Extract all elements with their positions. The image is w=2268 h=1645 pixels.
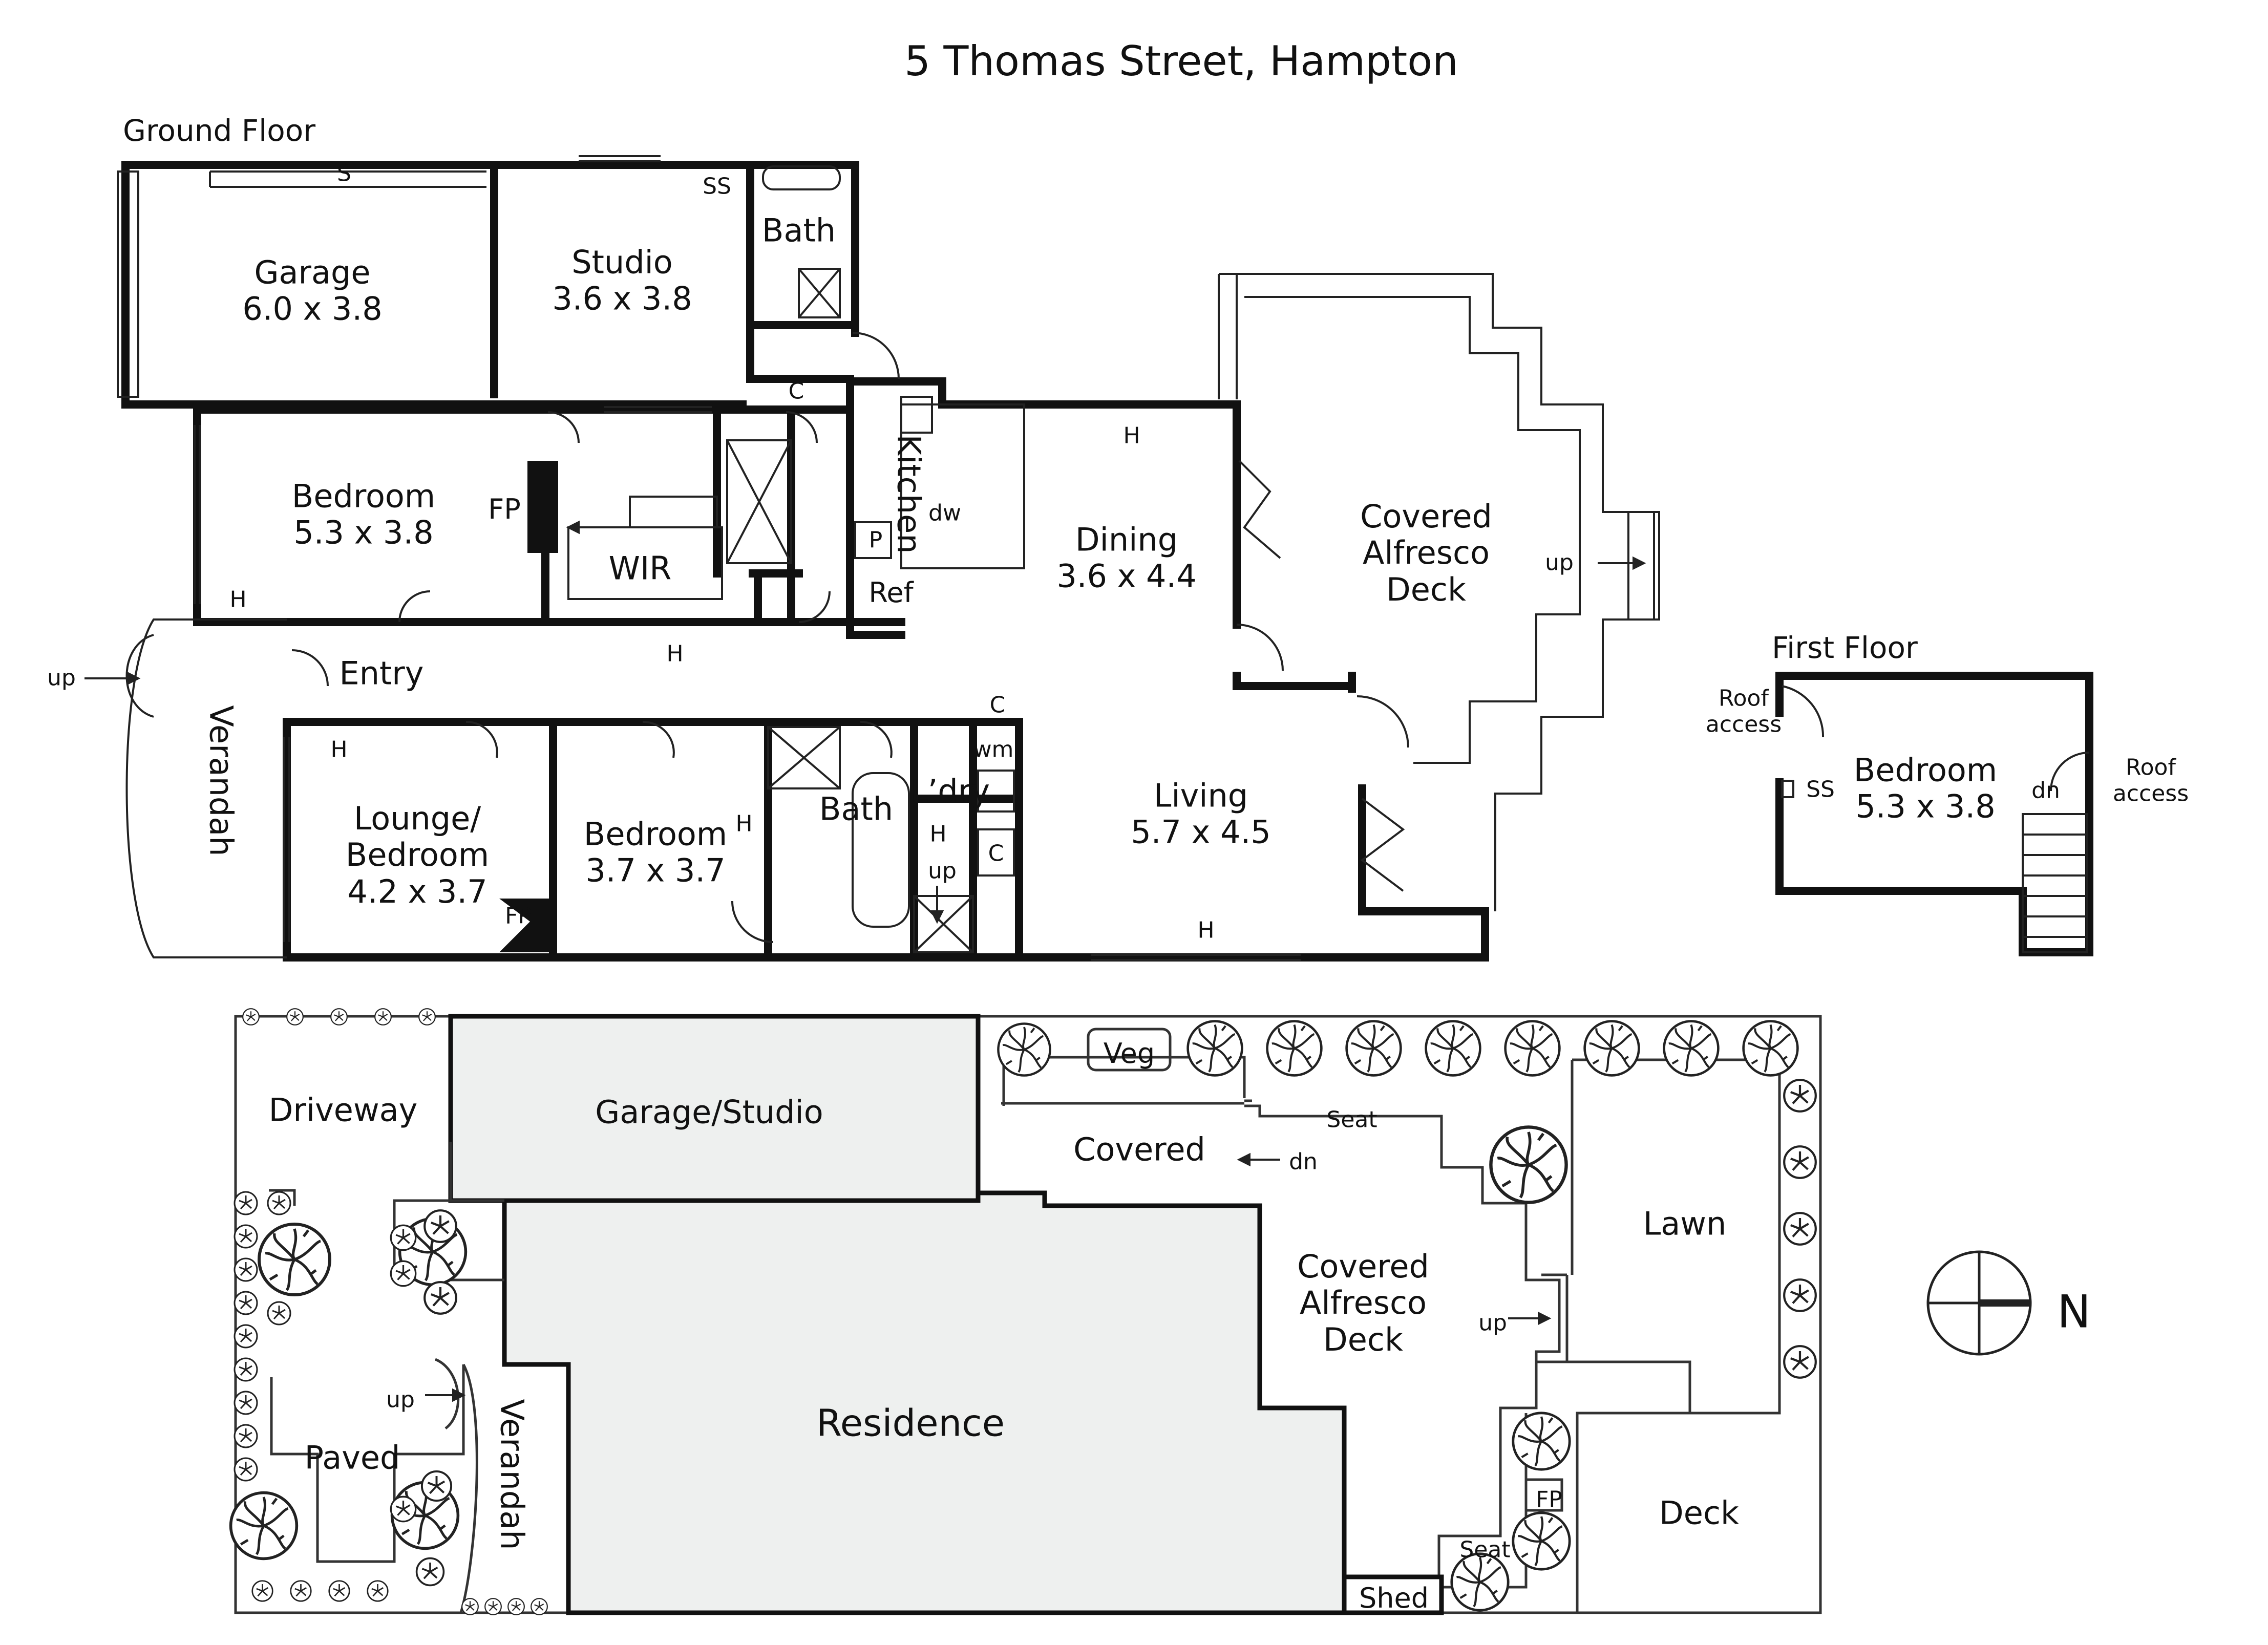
site-fireplace-label: FP — [1536, 1486, 1562, 1513]
stairs-up-label: up — [928, 858, 957, 884]
roof-access-label: Roof access — [1706, 686, 1782, 737]
shelf-label: S — [337, 160, 351, 187]
heater-label: H — [229, 586, 247, 613]
first-floor-bedroom: Bedroom 5.3 x 3.8 — [1854, 752, 1997, 825]
ground-floor-arrows — [84, 520, 1646, 924]
room-name: Living — [1153, 777, 1248, 815]
residence-building: Residence — [816, 1401, 1005, 1445]
alfresco-line-1: Covered — [1297, 1248, 1429, 1286]
roof-access-line-2: access — [1705, 711, 1782, 737]
bath-mid-room: Bath — [819, 790, 894, 828]
roof-access-line-1: Roof — [1719, 685, 1769, 712]
dishwasher-label: dw — [928, 500, 961, 526]
room-size: 5.3 x 3.8 — [293, 514, 434, 551]
heater-label: H — [1123, 422, 1140, 449]
bath-top-room: Bath — [761, 211, 836, 249]
bedroom-main-room: Bedroom 5.3 x 3.8 — [292, 478, 435, 551]
verandah-area: Verandah — [202, 705, 240, 857]
first-floor-details — [1781, 685, 2090, 953]
site-alfresco-deck: Covered Alfresco Deck — [1297, 1248, 1429, 1358]
room-size: 4.2 x 3.7 — [347, 872, 487, 910]
shed-building: Shed — [1359, 1582, 1429, 1614]
heater-label: H — [735, 810, 753, 837]
steps-up-label: up — [1478, 1310, 1507, 1336]
ground-floor-details — [117, 155, 1660, 961]
garage-studio-building: Garage/Studio — [595, 1093, 823, 1131]
lounge-line-2: Bedroom — [345, 836, 490, 874]
steps-up-label: up — [1545, 549, 1574, 576]
room-size: 3.7 x 3.7 — [585, 852, 726, 889]
roof-access-label: Roof access — [2113, 755, 2189, 806]
heater-label: H — [929, 821, 947, 847]
first-floor-heading: First Floor — [1772, 630, 1918, 665]
roof-access-line-1: Roof — [2126, 754, 2176, 781]
room-name: Studio — [571, 243, 673, 281]
garage-room: Garage 6.0 x 3.8 — [242, 253, 383, 328]
seat-label: Seat — [1326, 1106, 1377, 1133]
wir-room: WIR — [608, 549, 672, 587]
cupboard-label: C — [988, 840, 1004, 867]
driveway-area: Driveway — [268, 1091, 418, 1129]
room-name: Bedroom — [1853, 751, 1998, 789]
lawn-area: Lawn — [1643, 1205, 1727, 1243]
bedroom-mid-room: Bedroom 3.7 x 3.7 — [584, 816, 727, 889]
room-name: Bedroom — [583, 815, 728, 853]
heater-label: H — [666, 640, 684, 667]
covered-area: Covered — [1073, 1130, 1205, 1168]
heater-label: H — [330, 736, 348, 763]
studio-room: Studio 3.6 x 3.8 — [552, 244, 692, 317]
cupboard-label: C — [788, 378, 804, 404]
compass — [1926, 1250, 2032, 1356]
fireplace-lounge — [499, 899, 553, 952]
paved-area: Paved — [304, 1439, 400, 1477]
alfresco-deck-area: Covered Alfresco Deck — [1360, 498, 1492, 608]
steps-up-label: up — [386, 1386, 415, 1413]
room-size: 5.3 x 3.8 — [1855, 788, 1996, 825]
building-footprints — [448, 1014, 1444, 1615]
lounge-room: Lounge/ Bedroom 4.2 x 3.7 — [346, 800, 489, 910]
alfresco-line-3: Deck — [1386, 570, 1466, 608]
fridge-label: Ref — [868, 576, 914, 609]
alfresco-line-3: Deck — [1323, 1320, 1403, 1358]
page-title: 5 Thomas Street, Hampton — [904, 37, 1458, 85]
washing-machine-label: wm — [973, 736, 1014, 763]
ground-floor-heading: Ground Floor — [123, 113, 316, 148]
seat-label: Seat — [1459, 1536, 1511, 1563]
north-indicator: N — [2057, 1285, 2091, 1338]
site-verandah: Verandah — [493, 1399, 531, 1550]
fireplace-label: FP — [505, 903, 532, 929]
roof-access-line-2: access — [2112, 780, 2189, 806]
deck-area: Deck — [1659, 1494, 1739, 1532]
room-name: Garage — [254, 253, 371, 291]
smoke-sensor-label: SS — [1806, 776, 1835, 803]
laundry-room: L’dry — [910, 772, 990, 810]
room-name: Bedroom — [291, 477, 436, 515]
room-size: 6.0 x 3.8 — [242, 290, 383, 328]
lounge-line-1: Lounge/ — [353, 800, 481, 838]
fireplace-label: FP — [488, 493, 521, 525]
living-room: Living 5.7 x 4.5 — [1131, 777, 1271, 851]
entry-room: Entry — [339, 654, 424, 692]
steps-down-label: dn — [1289, 1148, 1318, 1175]
room-size: 3.6 x 3.8 — [552, 280, 692, 317]
cupboard-label: C — [989, 692, 1006, 718]
heater-label: H — [1197, 917, 1215, 944]
room-size: 3.6 x 4.4 — [1056, 558, 1197, 595]
alfresco-line-2: Alfresco — [1299, 1284, 1427, 1322]
site-arrows — [425, 1152, 1552, 1402]
steps-up-label: up — [47, 665, 76, 691]
smoke-sensor-label: SS — [703, 173, 731, 200]
dining-room: Dining 3.6 x 4.4 — [1056, 521, 1197, 595]
fireplace-bedroom — [527, 461, 558, 553]
veg-garden: Veg — [1103, 1037, 1155, 1070]
room-size: 5.7 x 4.5 — [1131, 814, 1271, 851]
pantry-label: P — [868, 527, 883, 553]
alfresco-line-1: Covered — [1360, 498, 1492, 536]
stairs-down-label: dn — [2031, 777, 2060, 804]
kitchen-room: Kitchen — [890, 434, 928, 554]
room-name: Dining — [1075, 521, 1178, 559]
alfresco-line-2: Alfresco — [1362, 534, 1490, 572]
